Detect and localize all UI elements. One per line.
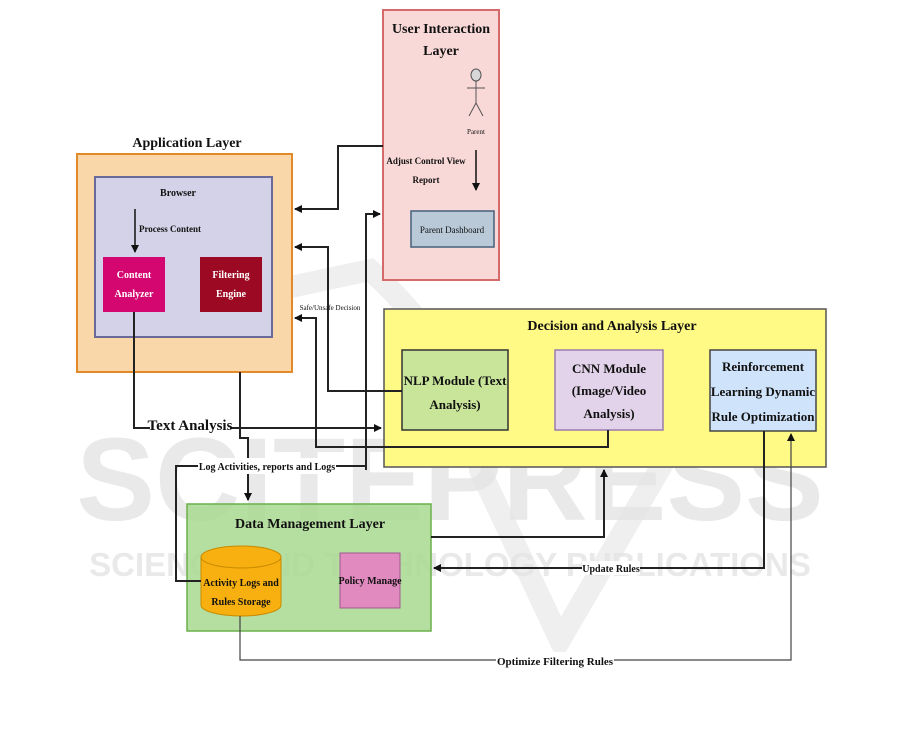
connectors: Safe/Unsafe Decision Text Analysis Log A… (133, 145, 795, 668)
decision-analysis-layer: Decision and Analysis Layer NLP Module (… (383, 308, 827, 468)
parent-dashboard-button[interactable] (410, 210, 495, 248)
cnn-module-label-3: Analysis) (583, 406, 634, 421)
rl-label-2: Learning Dynamic (711, 384, 816, 399)
content-analyzer-box[interactable] (103, 257, 165, 312)
application-layer: Application Layer Browser Process Conten… (76, 136, 293, 373)
cnn-module-box[interactable] (554, 349, 664, 431)
adjust-control-label-2: Report (413, 175, 440, 185)
browser-title: Browser (160, 188, 196, 199)
parent-actor-icon (467, 68, 485, 117)
parent-dashboard-label: Parent Dashboard (420, 225, 485, 235)
cnn-module-label-2: (Image/Video (572, 383, 647, 398)
content-analyzer-label-2: Analyzer (115, 289, 154, 300)
storage-label-2: Rules Storage (211, 597, 271, 608)
filtering-engine-box[interactable] (200, 257, 262, 312)
cnn-module-label-1: CNN Module (572, 361, 646, 376)
content-analyzer-label-1: Content (117, 270, 152, 281)
app-to-user-arrow (365, 210, 381, 470)
update-rules-label-bg (582, 561, 640, 575)
text-analysis-label-bg (150, 414, 230, 434)
text-analysis-arrow (133, 312, 382, 432)
storage-label-1: Activity Logs and (203, 578, 279, 589)
update-rules-arrow (433, 431, 765, 572)
text-analysis-label: Text Analysis (148, 418, 233, 434)
actor-label: Parent (467, 128, 485, 136)
user-layer-title-1: User Interaction (392, 22, 490, 37)
storage-cylinder-icon (200, 545, 282, 617)
cnn-to-app-arrow (294, 314, 609, 448)
data-to-decision-arrow (431, 469, 608, 538)
nlp-module-label-2: Analysis) (429, 397, 480, 412)
reinforcement-learning-box[interactable] (709, 349, 817, 432)
safe-unsafe-label: Safe/Unsafe Decision (300, 304, 361, 312)
rl-label-3: Rule Optimization (712, 409, 816, 424)
user-layer-title-2: Layer (423, 44, 459, 59)
data-management-layer: Data Management Layer Activity Logs and … (186, 503, 432, 632)
decision-layer-title: Decision and Analysis Layer (527, 319, 696, 334)
nlp-to-app-arrow (294, 243, 402, 392)
optimize-rules-label: Optimize Filtering Rules (497, 656, 614, 668)
application-layer-title: Application Layer (132, 136, 241, 151)
nlp-module-box[interactable] (401, 349, 509, 431)
log-activities-label: Log Activities, reports and Logs (199, 462, 335, 473)
process-content-label: Process Content (139, 224, 201, 234)
filtering-engine-label-2: Engine (216, 289, 247, 300)
data-layer-title: Data Management Layer (235, 517, 385, 532)
policy-manager-label: Policy Manage (338, 576, 402, 587)
nlp-module-label-1: NLP Module (Text (404, 373, 507, 388)
optimize-rules-label-bg (496, 652, 614, 668)
rl-label-1: Reinforcement (722, 359, 805, 374)
adjust-control-label-1: Adjust Control View (386, 156, 466, 166)
policy-manager-box[interactable] (339, 552, 401, 609)
log-activities-label-bg (198, 458, 336, 474)
filtering-engine-label-1: Filtering (212, 270, 249, 281)
update-rules-label: Update Rules (582, 564, 640, 575)
user-interaction-layer: User Interaction Layer Parent Adjust Con… (382, 9, 500, 281)
user-to-app-arrow (294, 145, 383, 213)
